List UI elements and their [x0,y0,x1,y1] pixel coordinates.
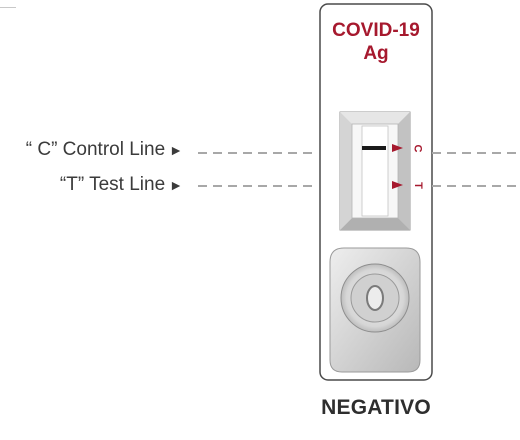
result-window [339,111,411,231]
control-line-callout: “ C” Control Line► [26,139,183,161]
sample-hole [366,285,384,311]
corner-mark [0,7,16,8]
result-label: NEGATIVO [321,396,431,419]
test-indicator-icon [392,181,403,189]
test-pointer-icon: ► [169,177,183,193]
sample-well [329,247,421,373]
control-pointer-icon: ► [169,142,183,158]
test-line-callout: “T” Test Line► [60,174,183,196]
control-indicator-icon [392,144,403,152]
control-band [362,146,386,150]
test-strip [361,125,389,217]
brand-title: COVID-19 [332,20,420,41]
test-letter: T [411,182,424,189]
control-line-label: “ C” Control Line [25,139,166,160]
control-letter: C [411,144,424,153]
test-line-label: “T” Test Line [59,174,166,195]
brand-subtitle: Ag [363,43,389,64]
